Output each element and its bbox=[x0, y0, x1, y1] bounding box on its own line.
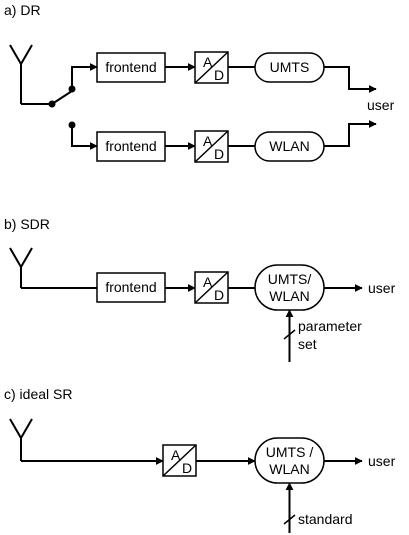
section-sdr: b) SDR frontend A D UMTS/ WLAN user para… bbox=[4, 216, 396, 362]
umts-wlan-line1: UMTS / bbox=[266, 444, 314, 460]
adc-d-label: D bbox=[214, 287, 224, 303]
adc-a-label: A bbox=[203, 274, 213, 290]
user-label: user bbox=[367, 97, 395, 113]
antenna-icon bbox=[9, 418, 33, 461]
adc-block: A D bbox=[194, 271, 229, 304]
frontend-block bbox=[96, 131, 166, 162]
adc-a-label: A bbox=[203, 54, 213, 70]
user-label: user bbox=[368, 453, 396, 469]
adc-d-label: D bbox=[214, 67, 224, 83]
antenna-icon bbox=[9, 247, 33, 288]
frontend-block bbox=[96, 52, 166, 83]
adc-d-label: D bbox=[182, 460, 192, 476]
umts-label: UMTS bbox=[270, 59, 310, 75]
adc-d-label: D bbox=[214, 146, 224, 162]
parameter-label: parameter bbox=[298, 318, 362, 334]
adc-a-label: A bbox=[171, 447, 181, 463]
user-label: user bbox=[368, 280, 396, 296]
frontend-label: frontend bbox=[105, 279, 156, 295]
switch-icon bbox=[48, 85, 76, 129]
umts-wlan-line1: UMTS/ bbox=[268, 271, 312, 287]
connector bbox=[71, 63, 98, 89]
connector bbox=[324, 66, 377, 93]
connector bbox=[71, 125, 98, 150]
adc-block: A D bbox=[162, 444, 197, 477]
frontend-label: frontend bbox=[105, 59, 156, 75]
section-sr-title: c) ideal SR bbox=[4, 386, 72, 402]
wlan-label: WLAN bbox=[269, 138, 309, 154]
umts-wlan-line2: WLAN bbox=[269, 461, 309, 477]
section-dr-title: a) DR bbox=[4, 2, 41, 18]
frontend-label: frontend bbox=[105, 138, 156, 154]
section-dr: a) DR frontend A D UMTS us bbox=[4, 2, 395, 163]
antenna-icon bbox=[9, 44, 52, 105]
section-sdr-title: b) SDR bbox=[4, 216, 50, 232]
adc-a-label: A bbox=[203, 133, 213, 149]
adc-block: A D bbox=[194, 130, 229, 163]
connector bbox=[324, 120, 377, 147]
frontend-block bbox=[96, 272, 166, 303]
section-sr: c) ideal SR A D UMTS / WLAN user standar… bbox=[4, 386, 396, 533]
set-label: set bbox=[298, 336, 317, 352]
standard-label: standard bbox=[298, 511, 352, 527]
bus-tick bbox=[283, 514, 296, 525]
adc-block: A D bbox=[194, 51, 229, 84]
umts-wlan-line2: WLAN bbox=[269, 288, 309, 304]
bus-tick bbox=[283, 329, 296, 340]
